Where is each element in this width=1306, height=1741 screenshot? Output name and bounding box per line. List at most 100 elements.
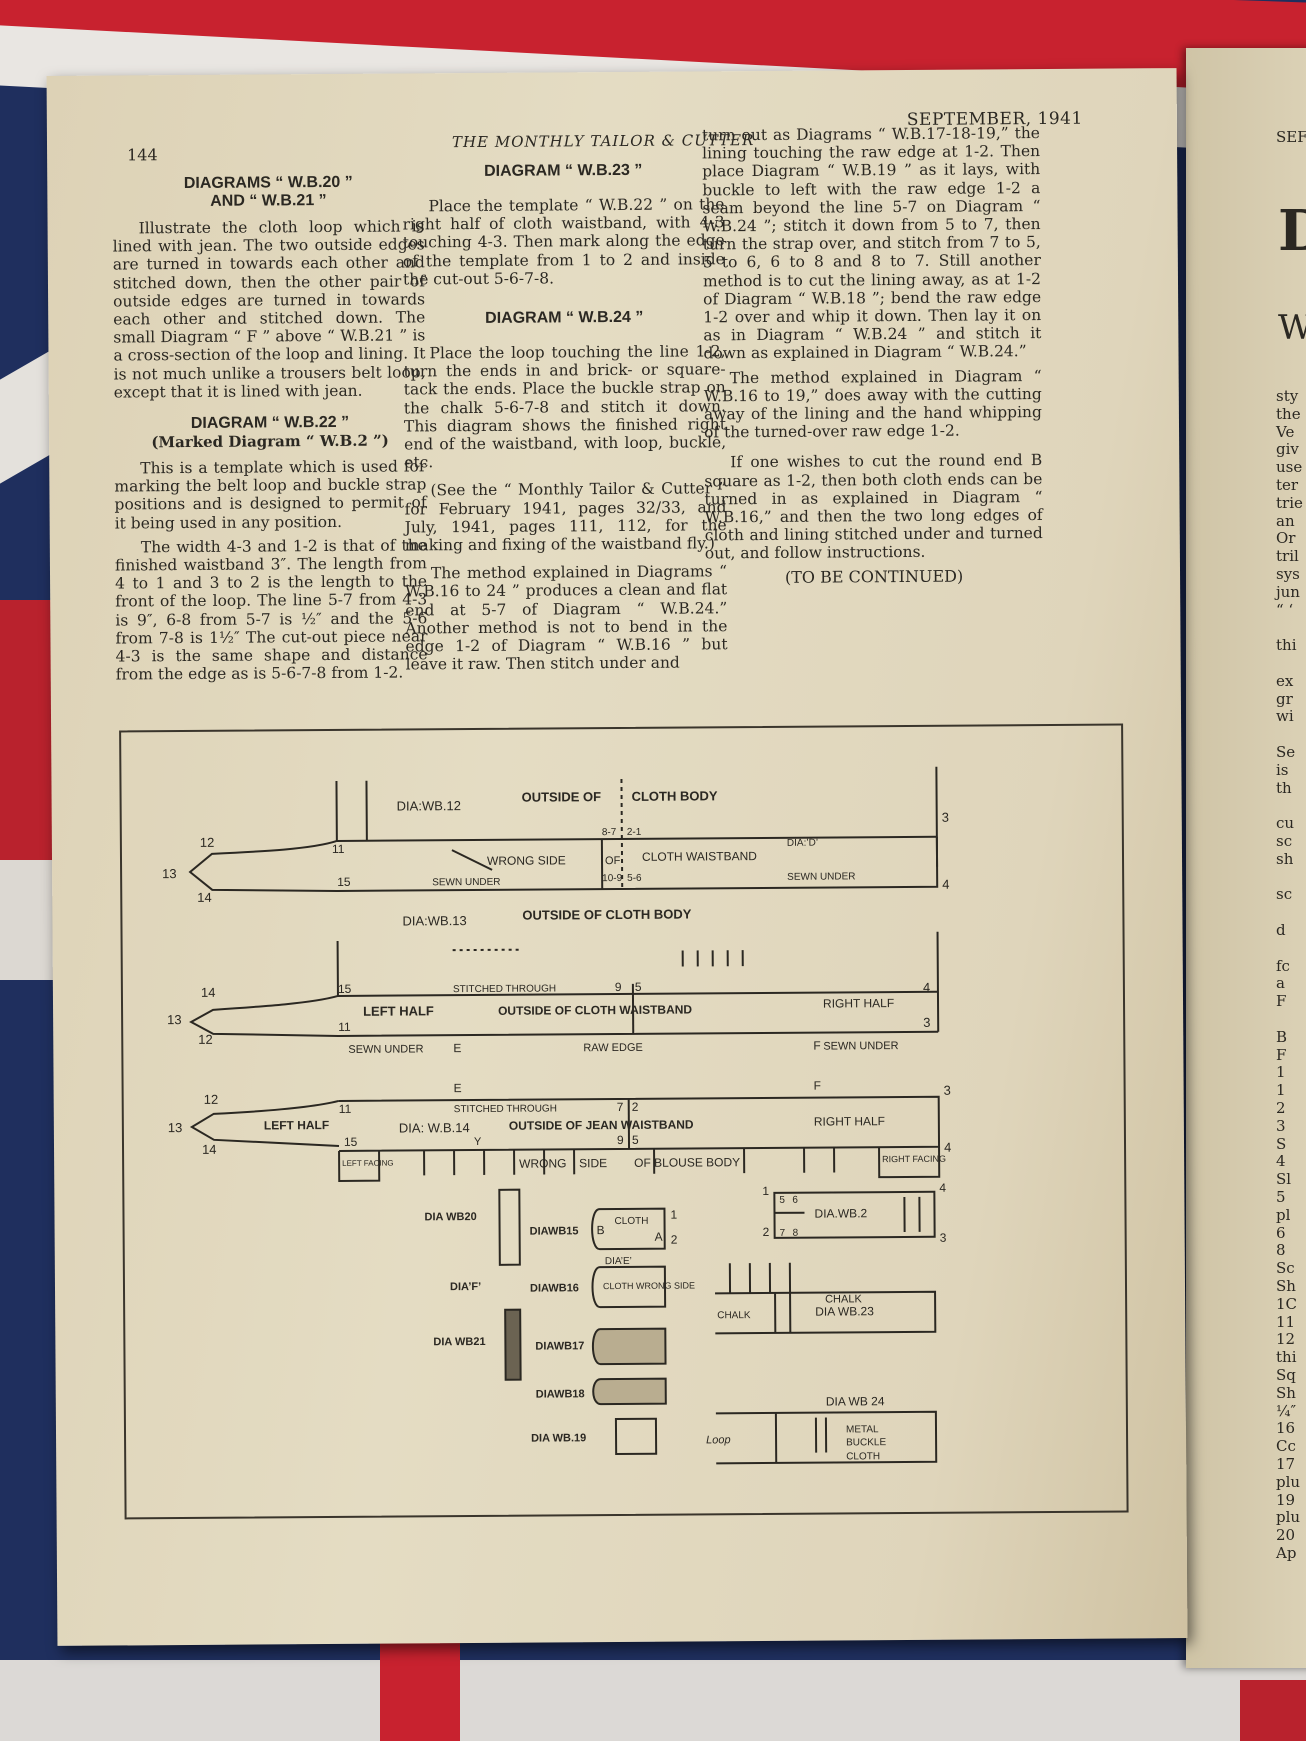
d2-left-half: LEFT HALF: [363, 1003, 434, 1018]
d3-n12: 12: [204, 1092, 219, 1107]
paragraph: The method explained in Diagram “ W.B.16…: [703, 366, 1042, 442]
next-page-heading-letter: D: [1278, 198, 1306, 264]
wb19-label: DIA WB.19: [531, 1432, 586, 1444]
d3-n3: 3: [944, 1083, 951, 1098]
label-d3: DIA: W.B.14: [399, 1120, 470, 1135]
label-d1: DIA:WB.12: [397, 798, 461, 813]
paragraph: (See the “ Monthly Tailor & Cutter ” for…: [404, 479, 727, 555]
next-page-fragment: Ap: [1276, 1544, 1297, 1562]
d3-e: E: [454, 1081, 462, 1095]
d1-n4: 4: [942, 877, 949, 892]
next-page-fragment: 1: [1276, 1063, 1286, 1082]
page-number: 144: [127, 145, 158, 165]
wb2-n1: 1: [762, 1184, 769, 1198]
next-page-fragment: ex: [1276, 671, 1294, 690]
wb2-n4: 4: [939, 1181, 946, 1195]
next-page-fragment: F: [1276, 1045, 1287, 1064]
next-page-fragment: cu: [1276, 814, 1295, 833]
next-page-fragment: 1C: [1276, 1294, 1298, 1313]
paragraph: The width 4-3 and 1-2 is that of the fin…: [114, 536, 428, 684]
next-page-fragment: Sh: [1276, 1277, 1296, 1295]
next-page-fragment: thi: [1276, 636, 1297, 655]
next-page-fragment: 3: [1276, 1116, 1286, 1135]
d3-right-half: RIGHT HALF: [814, 1114, 885, 1128]
wb16-cloth-wrong-side: CLOTH WRONG SIDE: [603, 1280, 695, 1291]
d1-of: OF: [605, 855, 621, 867]
d1-n14: 14: [197, 890, 212, 905]
d1-n13: 13: [162, 866, 177, 881]
next-page-fragment: 11: [1276, 1312, 1296, 1331]
paragraph: This is a template which is used for mar…: [114, 457, 427, 533]
next-page-fragment: the: [1276, 404, 1301, 423]
next-page-fragment: d: [1276, 921, 1286, 939]
d1-n3: 3: [942, 810, 949, 825]
d2-top: OUTSIDE OF CLOTH BODY: [522, 906, 691, 922]
next-page-fragment: 12: [1276, 1330, 1296, 1349]
next-page-fragment: sh: [1276, 849, 1294, 868]
wb15-a: A: [655, 1230, 663, 1244]
next-page-fragment: giv: [1276, 440, 1299, 459]
next-page-fragment: sc: [1276, 885, 1293, 904]
next-page-fragment: 6: [1276, 1223, 1286, 1242]
d3-n13: 13: [168, 1120, 183, 1135]
heading-wb24: DIAGRAM “ W.B.24 ”: [485, 308, 644, 327]
next-page-fragment: Or: [1276, 529, 1296, 548]
d3-n9: 9: [617, 1133, 624, 1147]
dia-e-label: DIA’E’: [605, 1256, 632, 1267]
next-page-fragment: wi: [1276, 707, 1294, 726]
metal-label: METAL: [846, 1424, 879, 1435]
d3-n15: 15: [344, 1135, 358, 1149]
wb2-n6: 6: [792, 1195, 798, 1206]
d1-21: 2-1: [627, 827, 642, 838]
d3-n14: 14: [202, 1142, 217, 1157]
d3-stitched: STITCHED THROUGH: [454, 1103, 557, 1115]
d2-n9: 9: [615, 980, 622, 994]
waistband-diagrams-figure: DIA:WB.12 OUTSIDE OF CLOTH BODY WRONG SI…: [119, 723, 1129, 1520]
d2-sewn-under-2: SEWN UNDER: [823, 1040, 898, 1053]
wb2-label: DIA.WB.2: [814, 1206, 867, 1220]
wb15-label: DIAWB15: [530, 1225, 579, 1237]
next-page-fragment: 16: [1276, 1419, 1296, 1438]
cloth-label: CLOTH: [846, 1451, 880, 1462]
next-page-dropcap: W: [1278, 308, 1306, 348]
d1-56: 5-6: [627, 873, 642, 884]
d3-y: Y: [474, 1136, 482, 1148]
d3-right-facing: RIGHT FACING: [882, 1154, 946, 1164]
next-page-fragment: Cc: [1276, 1437, 1296, 1456]
d2-sewn-under: SEWN UNDER: [348, 1043, 423, 1056]
next-page-fragment: B: [1276, 1027, 1288, 1046]
paragraph: Illustrate the cloth loop which is lined…: [112, 217, 426, 402]
d3-jean: OUTSIDE OF JEAN WAISTBAND: [509, 1117, 694, 1132]
d2-n14: 14: [201, 985, 216, 1000]
next-page-fragment: tril: [1276, 547, 1299, 566]
next-page-fragment: 5: [1276, 1188, 1286, 1206]
d1-waistband: CLOTH WAISTBAND: [642, 849, 757, 864]
wb2-n7: 7: [780, 1228, 786, 1239]
next-page-fragment: 17: [1276, 1455, 1296, 1473]
d2-waistband: OUTSIDE OF CLOTH WAISTBAND: [498, 1002, 692, 1017]
next-page-fragment: sys: [1276, 565, 1300, 583]
wb15-n2: 2: [671, 1233, 678, 1247]
d1-sewn-under-2: SEWN UNDER: [787, 871, 855, 882]
paragraph: Place the loop touching the line 1-2, tu…: [403, 342, 727, 472]
d1-n12: 12: [200, 835, 215, 850]
column-3: turn out as Diagrams “ W.B.17-18-19,” th…: [702, 124, 1043, 593]
d1-n15: 15: [337, 875, 351, 889]
next-page-fragment: use: [1276, 458, 1303, 477]
d3-n7: 7: [617, 1100, 624, 1114]
wb15-cloth: CLOTH: [615, 1216, 649, 1227]
next-page-fragment: 2: [1276, 1099, 1286, 1117]
next-page-fragment: 8: [1276, 1241, 1286, 1260]
d3-n2: 2: [632, 1100, 639, 1114]
next-page-fragment: pl: [1276, 1205, 1291, 1224]
next-page-fragment: thi: [1276, 1348, 1297, 1367]
chalk-label-2: CHALK: [717, 1310, 751, 1321]
next-page-fragment: gr: [1276, 689, 1293, 708]
paragraph: If one wishes to cut the round end B squ…: [704, 451, 1043, 563]
next-page-fragment: Ve: [1276, 422, 1295, 441]
next-page-fragment: Sq: [1276, 1366, 1296, 1384]
next-page-fragment: Se: [1276, 743, 1296, 761]
d2-n11: 11: [338, 1020, 351, 1034]
